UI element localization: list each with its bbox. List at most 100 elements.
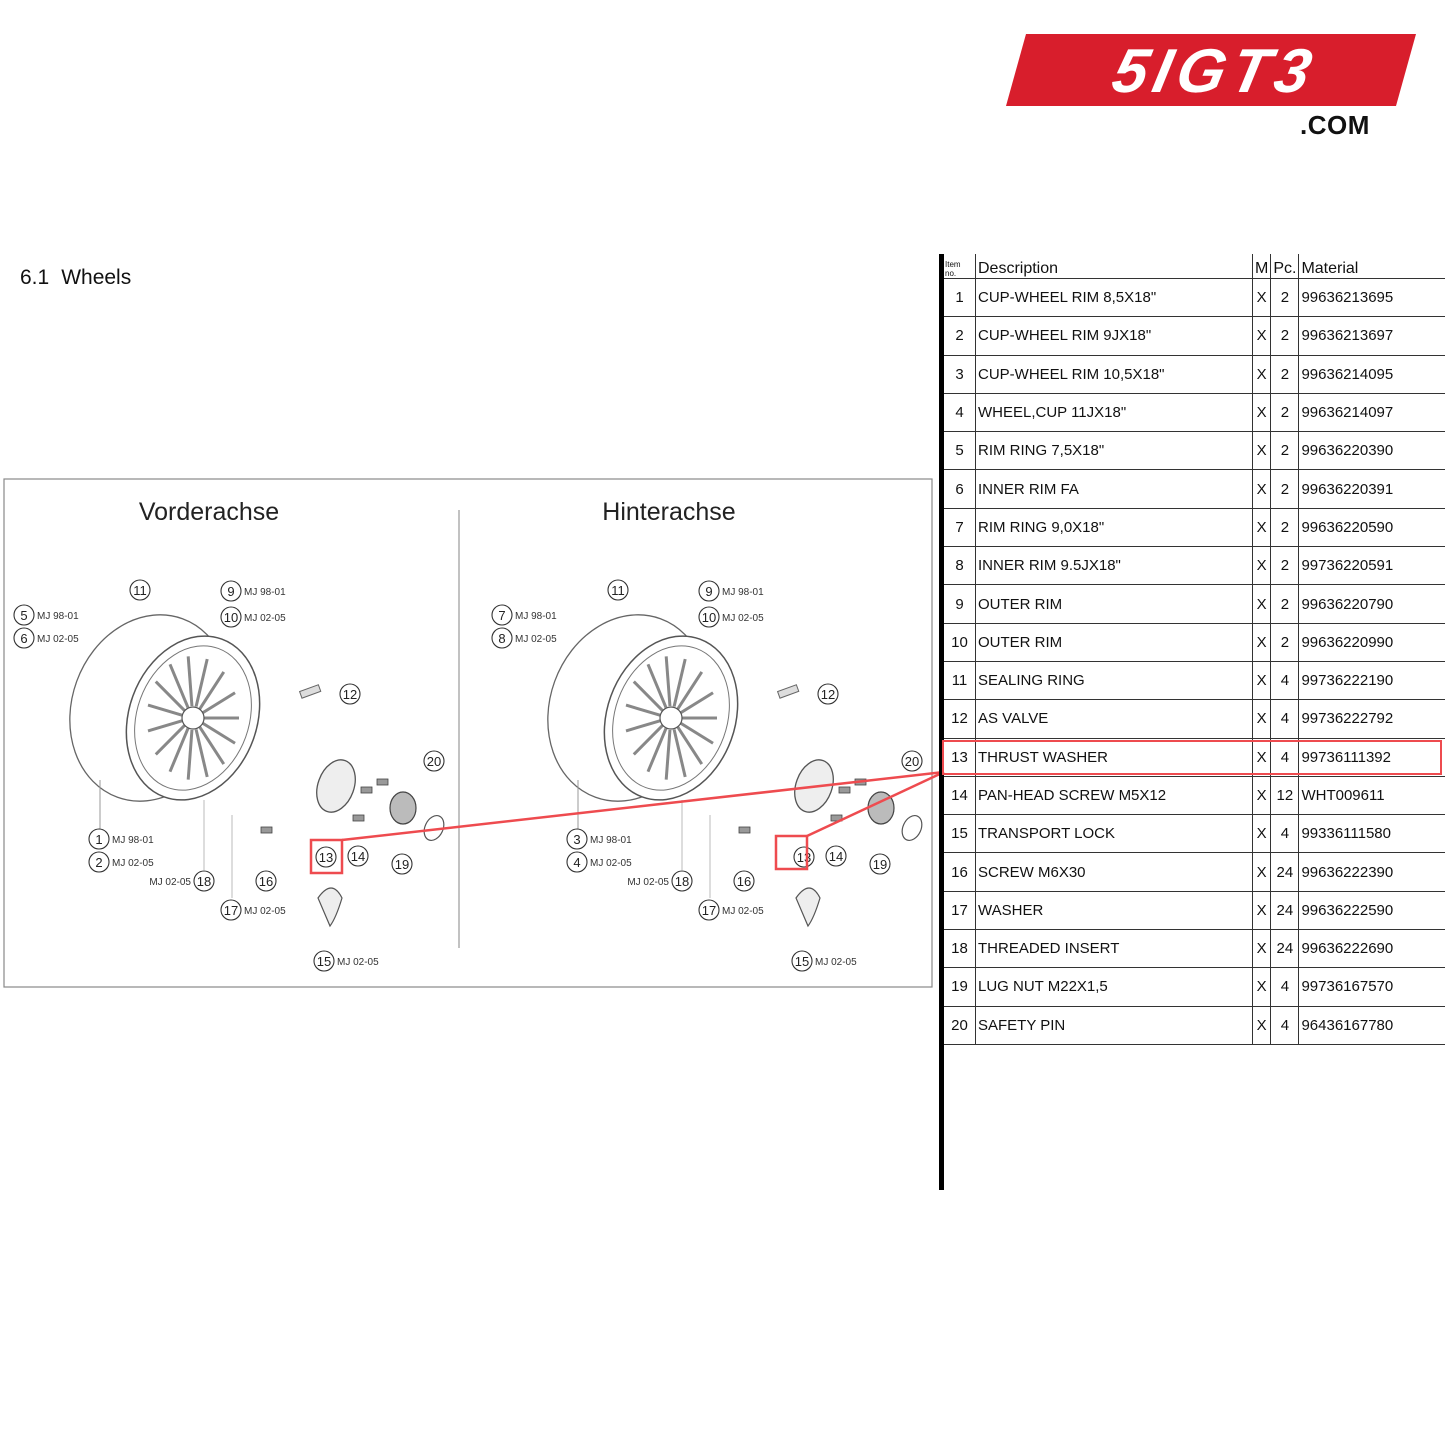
callout-label: MJ 02-05 <box>337 957 379 968</box>
material-number: 99636220391 <box>1298 469 1445 509</box>
part-description: CUP-WHEEL RIM 9JX18" <box>975 316 1253 356</box>
callout-8: 8 MJ 02-05 <box>491 627 557 649</box>
item-number: 20 <box>944 1006 976 1045</box>
item-number: 10 <box>944 623 976 662</box>
logo-banner <box>1006 34 1416 106</box>
m-flag: X <box>1251 929 1271 969</box>
screw-part <box>260 826 273 834</box>
m-flag: X <box>1251 393 1271 433</box>
diagram-frame <box>3 478 933 988</box>
piece-count: 2 <box>1270 393 1299 433</box>
callout-16: 16 <box>255 870 277 892</box>
material-number: 99636214097 <box>1298 393 1445 433</box>
highlight-connectors <box>309 770 945 875</box>
callout-15: 15 MJ 02-05 <box>791 950 857 972</box>
wheel-rim <box>69 614 261 829</box>
callout-label: MJ 02-05 <box>244 906 286 917</box>
piece-count: 4 <box>1270 738 1299 777</box>
callout-12: 12 <box>817 683 839 705</box>
callout-number: 15 <box>795 954 809 969</box>
callout-number: 13 <box>797 850 811 865</box>
part-description: WHEEL,CUP 11JX18" <box>975 393 1253 433</box>
piece-count: 24 <box>1270 929 1299 969</box>
part-description: SAFETY PIN <box>975 1006 1253 1045</box>
piece-count: 2 <box>1270 546 1299 586</box>
item-number: 17 <box>944 891 976 931</box>
brand-logo[interactable]: 5IGT3 <box>1006 34 1416 106</box>
screw-part <box>838 786 851 794</box>
item-number: 14 <box>944 776 976 816</box>
material-number: 99736167570 <box>1298 967 1445 1007</box>
m-flag: X <box>1251 699 1271 739</box>
callout-label: MJ 02-05 <box>515 634 557 645</box>
lug-nut-part <box>389 791 417 825</box>
material-number: 99636220390 <box>1298 431 1445 471</box>
callout-number: 5 <box>20 608 27 623</box>
piece-count: 2 <box>1270 584 1299 624</box>
piece-count: 2 <box>1270 508 1299 548</box>
callout-20: 20 <box>901 750 923 772</box>
item-number: 13 <box>944 738 976 777</box>
callout-number: 3 <box>573 832 580 847</box>
item-number: 3 <box>944 355 976 394</box>
safety-pin-part <box>423 815 445 841</box>
material-number: 99636220590 <box>1298 508 1445 548</box>
header-pc: Pc. <box>1270 254 1299 279</box>
callout-number: 18 <box>675 874 689 889</box>
part-description: THRUST WASHER <box>975 738 1253 777</box>
valve-part <box>298 684 322 699</box>
callout-label: MJ 02-05 <box>815 957 857 968</box>
callout-label: MJ 98-01 <box>244 587 286 598</box>
material-number: 99636220790 <box>1298 584 1445 624</box>
m-flag: X <box>1251 431 1271 471</box>
material-number: 99736111392 <box>1298 738 1445 777</box>
item-number: 18 <box>944 929 976 969</box>
m-flag: X <box>1251 967 1271 1007</box>
callout-label: MJ 02-05 <box>722 613 764 624</box>
piece-count: 4 <box>1270 699 1299 739</box>
callout-label: MJ 98-01 <box>37 611 79 622</box>
callout-label: MJ 98-01 <box>590 835 632 846</box>
logo-suffix: .COM <box>1300 110 1370 140</box>
part-description: INNER RIM FA <box>975 469 1253 509</box>
callout-number: 9 <box>227 584 234 599</box>
header-m: M <box>1251 254 1271 279</box>
m-flag: X <box>1251 584 1271 624</box>
callout-number: 8 <box>498 631 505 646</box>
callout-number: 18 <box>197 874 211 889</box>
highlight-box-rear <box>774 834 809 871</box>
m-flag: X <box>1251 316 1271 356</box>
piece-count: 2 <box>1270 316 1299 356</box>
m-flag: X <box>1251 814 1271 854</box>
item-number: 6 <box>944 469 976 509</box>
callout-label: MJ 02-05 <box>244 613 286 624</box>
connector-line-front <box>341 770 945 842</box>
callout-19: 19 <box>869 853 891 875</box>
